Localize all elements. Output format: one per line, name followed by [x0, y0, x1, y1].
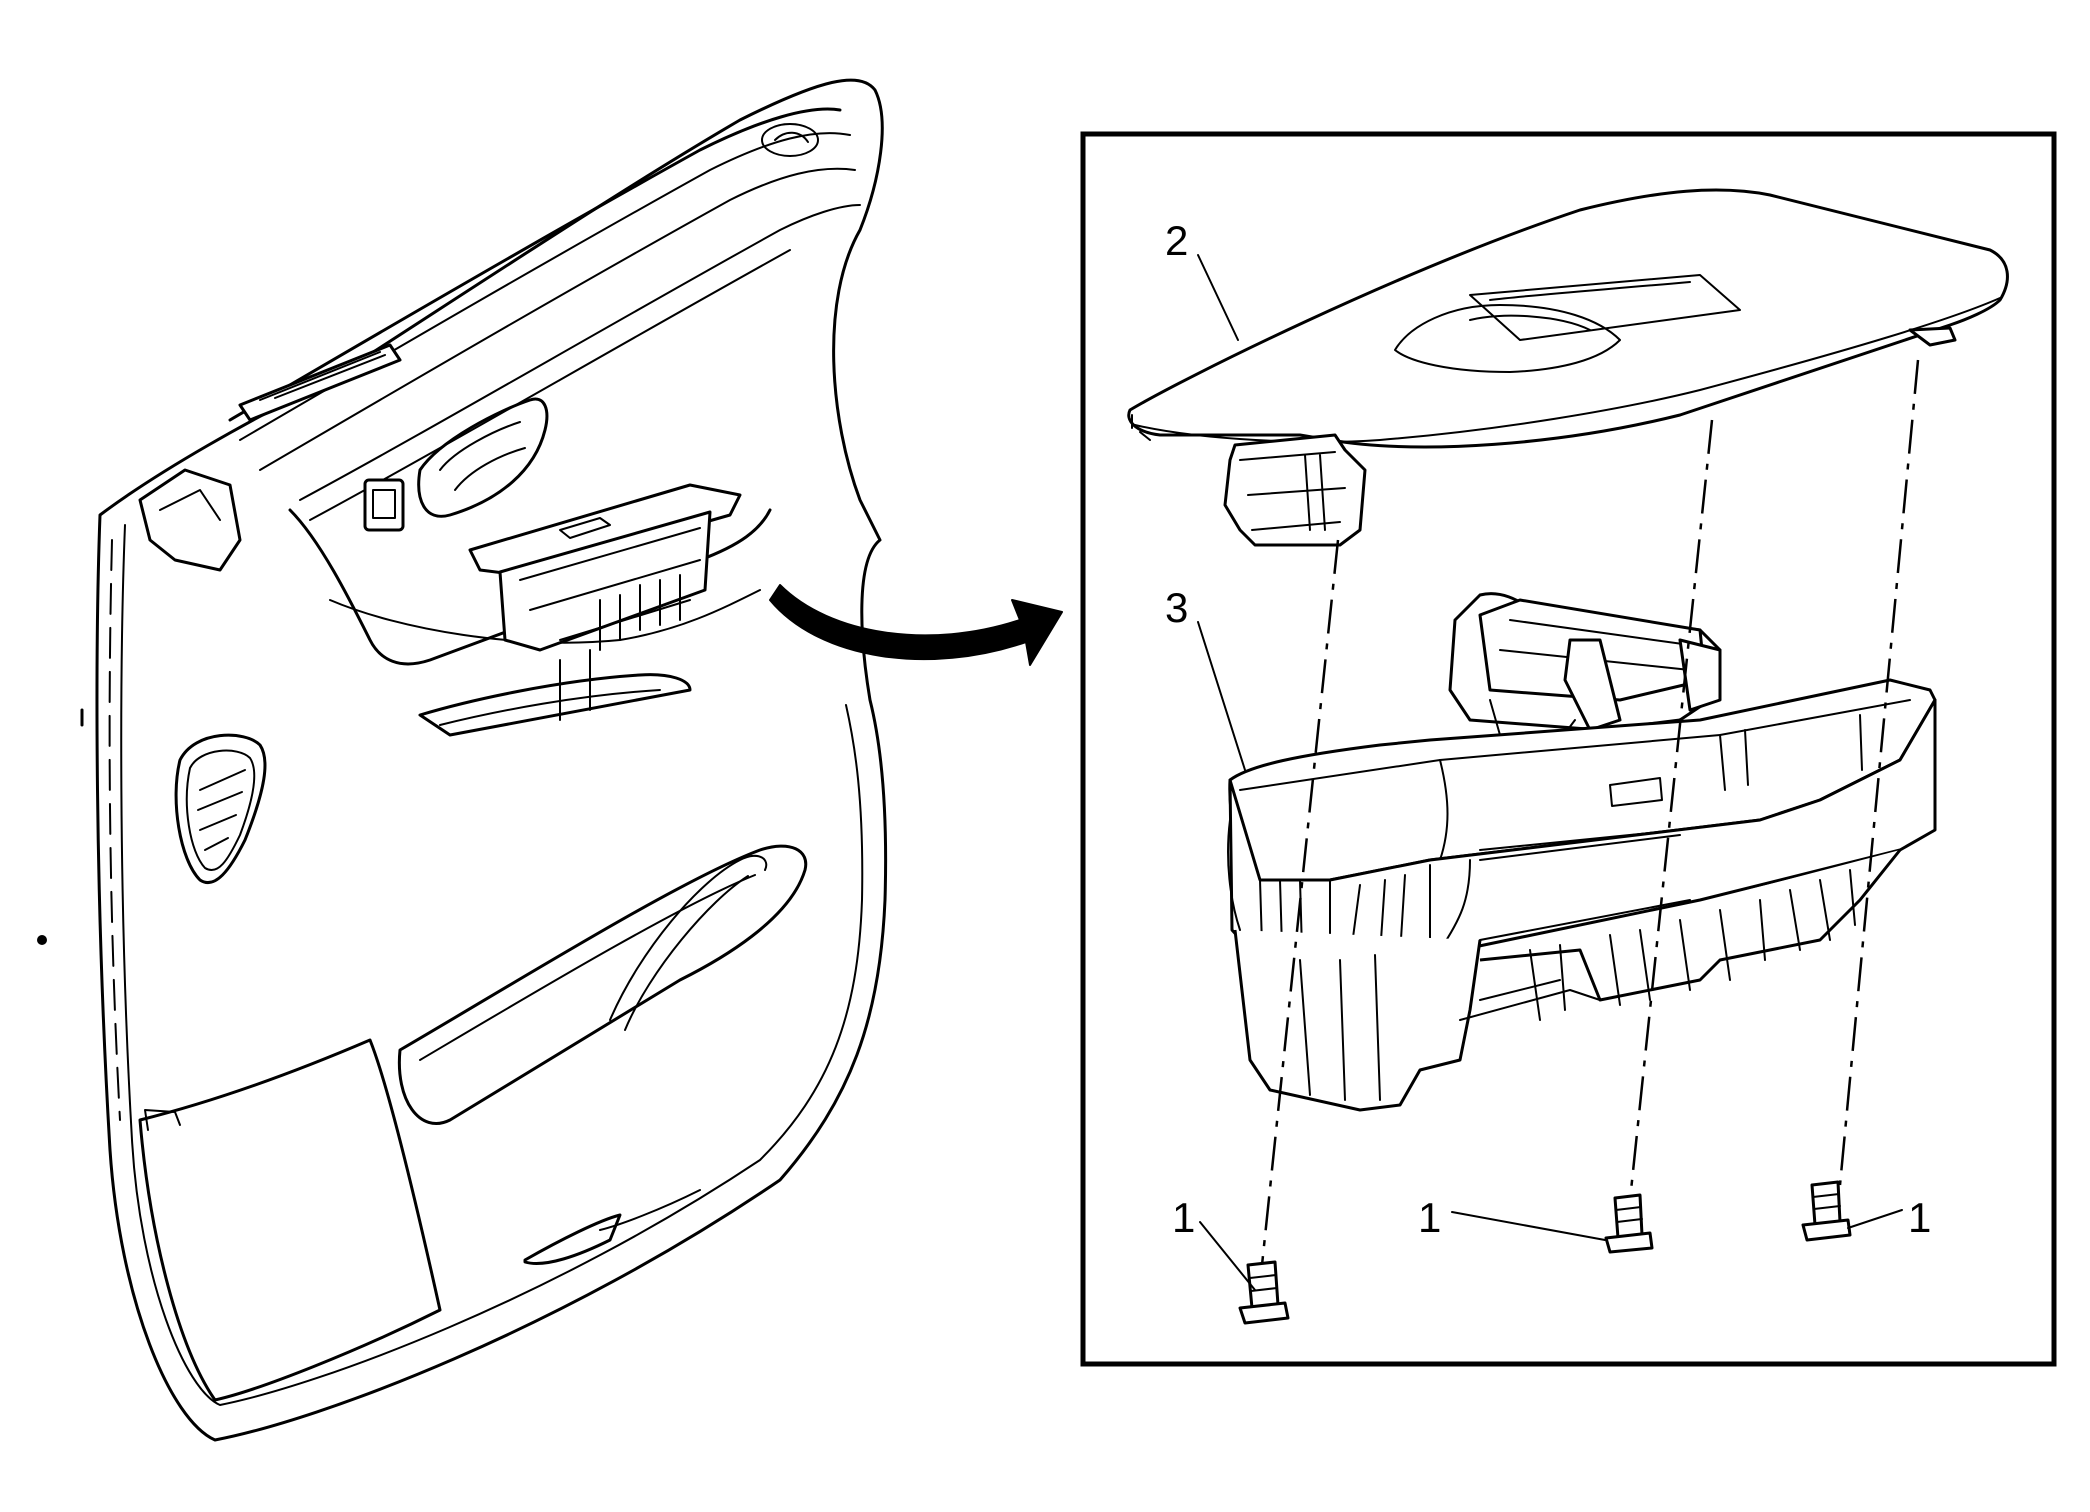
bezel-switch-button — [1223, 433, 1367, 547]
callout-2-label: 2 — [1165, 217, 1188, 264]
screw-middle — [1604, 1193, 1654, 1254]
callout-1-label-left: 1 — [1172, 1194, 1195, 1241]
callout-3-label: 3 — [1165, 584, 1188, 631]
leader-lines — [1197, 254, 1903, 1291]
switch-bezel — [1127, 188, 2009, 449]
window-switch-in-door — [468, 483, 742, 652]
screw-right — [1801, 1180, 1852, 1242]
detail-view: 2 3 1 1 1 — [1127, 188, 2009, 1325]
door-trim-panel — [37, 78, 888, 1442]
callout-1-label-middle: 1 — [1418, 1194, 1441, 1241]
window-switch — [1227, 592, 1937, 1112]
callout-1-label-right: 1 — [1908, 1194, 1931, 1241]
transition-arrow — [769, 584, 1063, 666]
detail-view-frame — [1080, 131, 2057, 1367]
screw-left — [1238, 1260, 1290, 1325]
alignment-lines — [1260, 359, 1920, 1266]
